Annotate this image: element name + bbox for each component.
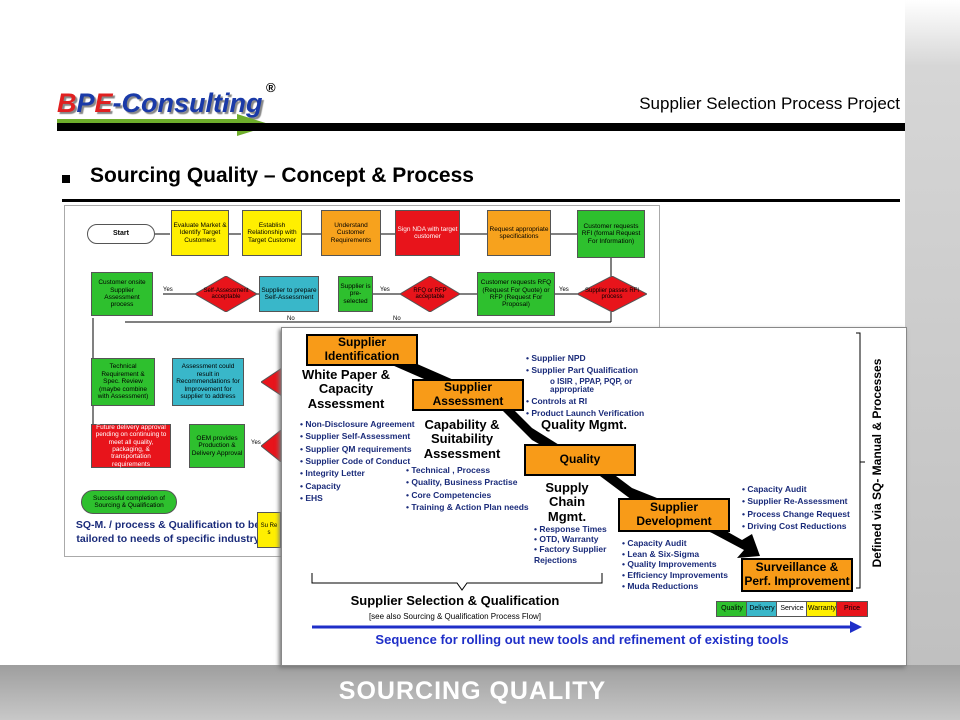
flow-box-establish-relationship: Establish Relationship with Target Custo… [242,210,302,256]
flow-box-preselected: Supplier is pre-selected [338,276,373,312]
svg-text:Yes: Yes [163,287,173,293]
heading-capability: Capability & Suitability Assessment [423,417,501,461]
footer-text: SOURCING QUALITY [338,677,607,705]
list-quality-sub: o ISIR , PPAP, PQP, or appropriate [550,377,633,394]
title-underline [62,199,900,202]
flow-box-onsite-assessment: Customer onsite Supplier Assessment proc… [91,272,153,316]
completion-node: Successful completion of Sourcing & Qual… [81,490,177,514]
legend-delivery: Delivery [746,601,778,617]
stage-surveillance: Surveillance & Perf. Improvement [741,558,853,592]
process-flowchart: Yes Yes Yes No No Yes Start Evaluate Mar… [64,205,660,557]
flow-box-partial: Su Re s [257,512,281,548]
legend-quality: Quality [716,601,748,617]
flow-box-understand-requirements: Understand Customer Requirements [321,210,381,256]
side-label-container: Defined via SQ- Manual & Processes [862,328,892,598]
footer-bar [0,665,960,720]
heading-white-paper: White Paper & Capacity Assessment [301,367,391,411]
right-sidebar-gradient [905,0,960,665]
sourcing-concept-diagram: Supplier Identification Supplier Assessm… [281,327,907,666]
header-divider [57,123,905,131]
svg-text:Yes: Yes [380,287,390,293]
heading-quality-mgmt: Quality Mgmt. [541,417,627,432]
bracket-lines [311,332,865,633]
list-surveillance: Capacity AuditSupplier Re-AssessmentProc… [742,483,862,532]
legend-service: Service [776,601,808,617]
list-development: Capacity AuditLean & Six-SigmaQuality Im… [622,538,742,591]
list-quality-controls: Controls at RIProduct Launch Verificatio… [526,395,666,420]
flow-box-customer-rfq: Customer requests RFQ (Request For Quote… [477,272,555,316]
flow-box-oem-approval: OEM provides Production & Delivery Appro… [189,424,245,468]
svg-text:No: No [393,316,401,322]
stage-supplier-assessment: Supplier Assessment [412,379,524,411]
bracket-label: Supplier Selection & Qualification [350,593,560,608]
company-logo: BPE-Consulting [57,88,263,118]
flow-box-customer-rfi: Customer requests RFI (formal Request Fo… [577,210,645,258]
flow-box-technical-review: Technical Requirement & Spec. Review (ma… [91,358,155,406]
svg-text:Yes: Yes [559,287,569,293]
sequence-caption: Sequence for rolling out new tools and r… [375,632,789,647]
flow-box-evaluate-market: Evaluate Market & Identify Target Custom… [171,210,229,256]
list-capability: Technical , ProcessQuality, Business Pra… [406,464,546,513]
decision-passes-rfi: Supplier passes RFI process [577,276,647,312]
slide-title: Sourcing Quality – Concept & Process [90,164,474,187]
stage-supplier-development: Supplier Development [618,498,730,532]
start-node: Start [87,224,155,244]
side-label: Defined via SQ- Manual & Processes [870,358,884,568]
svg-text:No: No [287,316,295,322]
flow-box-future-delivery: Future delivery approval pending on cont… [91,424,171,468]
list-supply-chain: Response TimesOTD, WarrantyFactory Suppl… [534,524,624,565]
list-white-paper: Non-Disclosure AgreementSupplier Self-As… [300,418,440,504]
decision-self-assessment: Self-Assessment acceptable [195,276,257,312]
flow-box-assessment-result: Assessment could result in Recommendatio… [172,358,244,406]
decision-partial-1 [261,366,285,398]
flow-box-sign-nda: Sign NDA with target customer [395,210,460,256]
flowchart-connectors: Yes Yes Yes No No Yes [92,233,612,446]
project-title: Supplier Selection Process Project [639,94,900,113]
tailoring-note: SQ-M. / process & Qualification to be ta… [75,519,261,546]
legend-warranty: Warranty [806,601,838,617]
flow-box-request-specifications: Request appropriate specifications [487,210,551,256]
legend-price: Price [836,601,868,617]
decision-partial-2 [261,430,281,462]
flow-box-prepare-self-assessment: Supplier to prepare Self-Assessment [259,276,319,312]
stage-supplier-identification: Supplier Identification [306,334,418,366]
svg-text:Yes: Yes [251,440,261,446]
bracket-sublabel: [see also Sourcing & Qualification Proce… [368,612,542,621]
title-bullet [62,175,70,183]
heading-supply-chain: Supply Chain Mgmt. [545,480,589,524]
list-quality: Supplier NPDSupplier Part Qualification [526,352,666,377]
decision-rfq-rfp: RFQ or RFP acceptable [400,276,460,312]
registered-mark: ® [266,80,276,95]
